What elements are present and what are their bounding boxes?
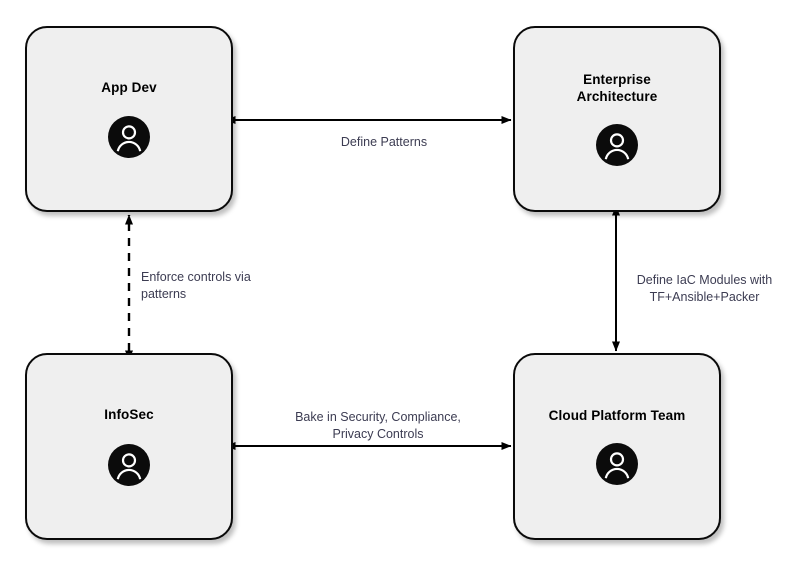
person-avatar-icon xyxy=(108,443,150,486)
node-infosec-label: InfoSec xyxy=(104,407,154,423)
node-app-dev-label: App Dev xyxy=(101,79,157,95)
node-enterprise-architecture-label: Enterprise Architecture xyxy=(576,72,658,104)
edge-label-bake-in-security-compliance: Bake in Security, Compliance, Privacy Co… xyxy=(295,410,461,441)
person-avatar-icon xyxy=(108,116,150,159)
edge-label-define-patterns: Define Patterns xyxy=(340,135,428,149)
node-cloud-platform-team[interactable]: Cloud Platform Team xyxy=(513,353,721,540)
person-avatar-icon xyxy=(596,442,638,485)
node-infosec[interactable]: InfoSec xyxy=(25,353,233,540)
edge-label-enforce-controls-via-patterns: Enforce controls via patterns xyxy=(141,270,251,301)
node-enterprise-architecture[interactable]: Enterprise Architecture xyxy=(513,26,721,212)
node-app-dev[interactable]: App Dev xyxy=(25,26,233,212)
person-avatar-icon xyxy=(596,123,638,166)
edge-label-define-iac-modules: Define IaC Modules with TF+Ansible+Packe… xyxy=(636,273,773,304)
node-cloud-platform-team-label: Cloud Platform Team xyxy=(548,408,686,424)
